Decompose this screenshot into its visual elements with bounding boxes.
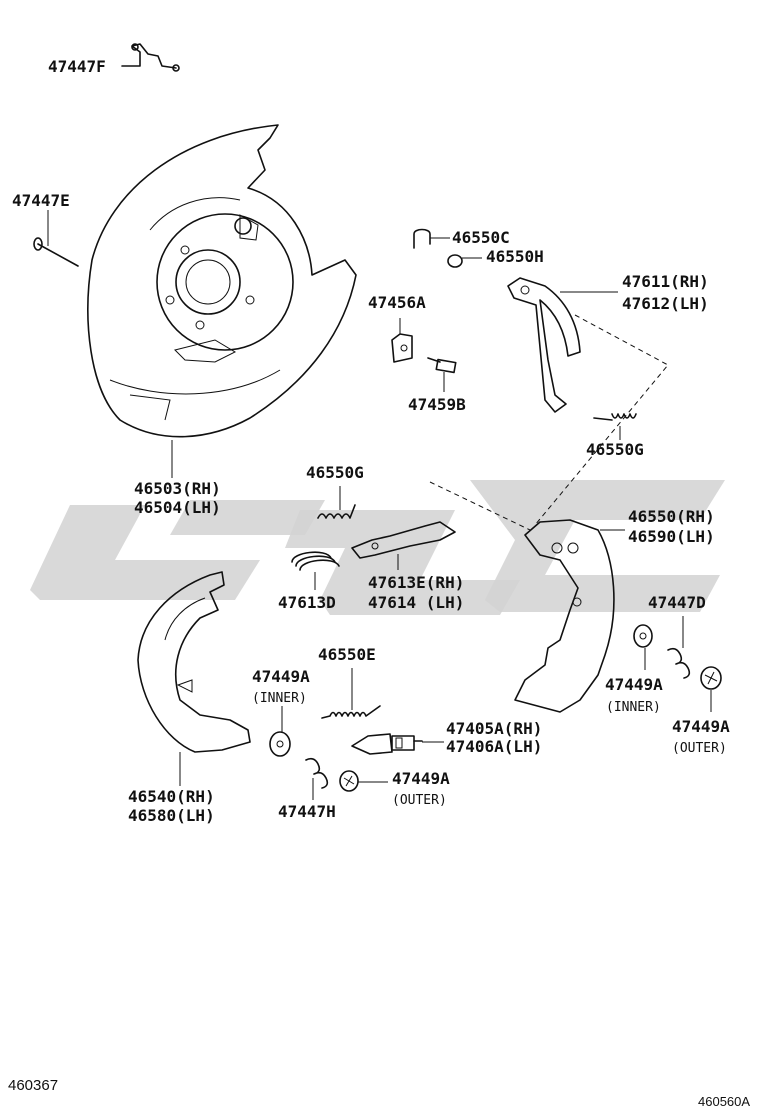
part-47456A-clip: [391, 318, 413, 363]
part-47405A-adjuster: [351, 733, 444, 755]
label-47405A: 47405A(RH): [446, 719, 542, 738]
footer-right-code: 460560A: [698, 1094, 750, 1109]
part-47447F-cable: [121, 43, 180, 72]
part-46550G-spring-upper: [593, 413, 637, 440]
label-47611: 47611(RH): [622, 272, 709, 291]
sublabel-inner-right: (INNER): [606, 700, 661, 715]
part-46550H-washer: [447, 254, 482, 268]
assembly-dashed-lines: [429, 314, 669, 531]
part-labels: 47447F 47447E 46550C 46550H 47456A 47611…: [12, 57, 730, 825]
label-47613D: 47613D: [278, 593, 336, 612]
label-46550C: 46550C: [452, 228, 510, 247]
label-47447E: 47447E: [12, 191, 70, 210]
part-46550C-clip: [413, 228, 450, 249]
label-46550G-upper: 46550G: [586, 440, 644, 459]
part-47613E-strut: [351, 521, 456, 570]
footer-left-code: 460367: [8, 1077, 58, 1094]
label-46550H: 46550H: [486, 247, 544, 266]
part-46550E-spring: [321, 668, 381, 719]
label-46503: 46503(RH): [134, 479, 221, 498]
sublabel-outer-bottom: (OUTER): [392, 793, 447, 808]
part-47459B-bolt: [427, 357, 457, 392]
part-47611-lever: [507, 277, 618, 413]
sublabel-outer-right: (OUTER): [672, 741, 727, 756]
part-47449A-outer-washer-bottom: [339, 770, 388, 792]
label-47459B: 47459B: [408, 395, 466, 414]
label-47613E: 47613E(RH): [368, 573, 464, 592]
part-46540-shoe: [137, 571, 251, 786]
watermark-logo: [30, 480, 725, 615]
label-47447H: 47447H: [278, 802, 336, 821]
label-46580: 46580(LH): [128, 806, 215, 825]
part-47447H-spring: [305, 757, 329, 800]
part-46550G-spring-lower: [317, 486, 356, 519]
label-47447F: 47447F: [48, 57, 106, 76]
label-47449A-inner-left: 47449A: [252, 667, 310, 686]
label-46550E: 46550E: [318, 645, 376, 664]
part-46503-backing-plate: [87, 124, 357, 478]
label-46540: 46540(RH): [128, 787, 215, 806]
label-47449A-inner-right: 47449A: [605, 675, 663, 694]
label-47406A: 47406A(LH): [446, 737, 542, 756]
label-47614: 47614 (LH): [368, 593, 464, 612]
part-47449A-outer-washer-right: [700, 666, 722, 712]
label-47449A-outer-right: 47449A: [672, 717, 730, 736]
label-46504: 46504(LH): [134, 498, 221, 517]
part-47613D-spring: [291, 551, 340, 590]
label-46550G-lower: 46550G: [306, 463, 364, 482]
part-47449A-inner-washer-left: [269, 706, 291, 757]
label-47456A: 47456A: [368, 293, 426, 312]
label-46590: 46590(LH): [628, 527, 715, 546]
part-47447E-pin: [33, 210, 79, 267]
label-47447D: 47447D: [648, 593, 706, 612]
part-47447D-spring: [667, 616, 691, 679]
part-46550-shoe: [514, 519, 625, 713]
label-46550: 46550(RH): [628, 507, 715, 526]
sublabel-inner-left: (INNER): [252, 691, 307, 706]
label-47449A-outer-bottom: 47449A: [392, 769, 450, 788]
part-47449A-inner-washer-right: [633, 624, 653, 670]
label-47612: 47612(LH): [622, 294, 709, 313]
